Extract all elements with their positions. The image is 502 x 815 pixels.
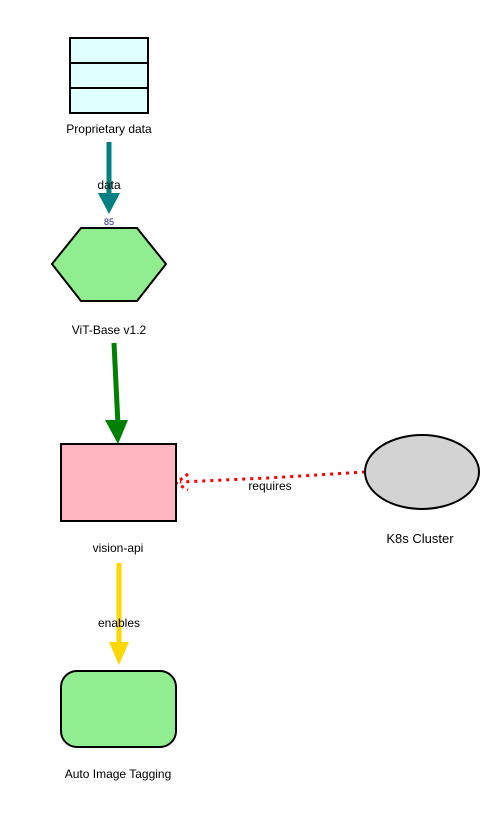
edge-requires-line (179, 470, 366, 484)
infra-ellipse-icon (364, 434, 480, 510)
node-proprietary-data-label: Proprietary data (66, 122, 152, 136)
node-auto-image-tagging[interactable]: Auto Image Tagging (60, 670, 177, 781)
node-vision-api-label: vision-api (93, 541, 144, 555)
edge-data-label: data (97, 178, 121, 192)
edge-data-weight: 85 (104, 217, 114, 227)
node-vit-base-label: ViT-Base v1.2 (72, 323, 147, 337)
edge-enables-label: enables (98, 616, 140, 630)
edge-requires-label: requires (248, 479, 291, 493)
edge-enables-arrowhead (109, 642, 129, 665)
edge-data: data 85 (97, 142, 121, 227)
service-rect-icon (60, 443, 177, 522)
node-k8s-cluster[interactable]: K8s Cluster (364, 434, 480, 546)
edge-data-arrowhead (98, 193, 120, 214)
product-roundrect-icon (60, 670, 177, 748)
model-hexagon-icon (50, 227, 168, 302)
node-auto-image-tagging-label: Auto Image Tagging (65, 767, 172, 781)
edge-model-service (105, 342, 128, 444)
edge-model-service-line (111, 342, 121, 426)
node-k8s-cluster-label: K8s Cluster (386, 531, 454, 546)
node-vision-api[interactable]: vision-api (60, 443, 177, 555)
edge-requires: requires (173, 470, 366, 493)
edge-enables: enables (98, 563, 140, 665)
datastore-icon (69, 37, 149, 114)
edge-model-service-arrowhead (105, 420, 128, 444)
node-vit-base[interactable]: ViT-Base v1.2 (50, 227, 168, 337)
node-proprietary-data[interactable]: Proprietary data (66, 37, 152, 136)
edge-requires-arrowhead (173, 472, 189, 492)
